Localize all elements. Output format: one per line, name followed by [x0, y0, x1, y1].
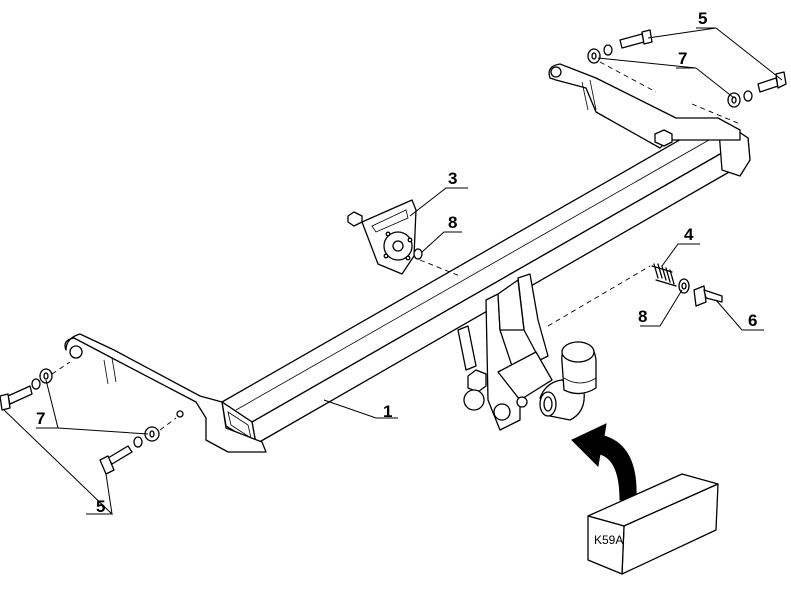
curved-arrow-icon	[571, 423, 637, 501]
hitch-assembly	[457, 273, 597, 431]
socket-plate	[347, 199, 461, 277]
callout-5-bottom: 5	[96, 497, 105, 516]
package-label: K59A	[594, 533, 623, 547]
left-side-bracket	[64, 333, 267, 453]
crossbar	[221, 117, 751, 445]
callout-5-top: 5	[698, 9, 707, 28]
callout-4: 4	[684, 225, 694, 244]
callout-1: 1	[383, 402, 392, 421]
leader-lines	[3, 27, 783, 515]
package-box: K59A	[587, 473, 719, 575]
hardware-top	[587, 29, 787, 108]
hardware-left	[0, 361, 177, 475]
hardware-right	[547, 263, 723, 327]
callout-6: 6	[748, 311, 757, 330]
callout-7-top: 7	[678, 49, 687, 68]
callout-8-lower: 8	[638, 307, 647, 326]
right-side-bracket	[548, 63, 741, 149]
callout-labels: 1 3 8 4 8 6 5 7 7 5	[36, 9, 757, 516]
callout-7-left: 7	[36, 409, 45, 428]
callout-3: 3	[448, 169, 457, 188]
callout-8-upper: 8	[448, 213, 457, 232]
